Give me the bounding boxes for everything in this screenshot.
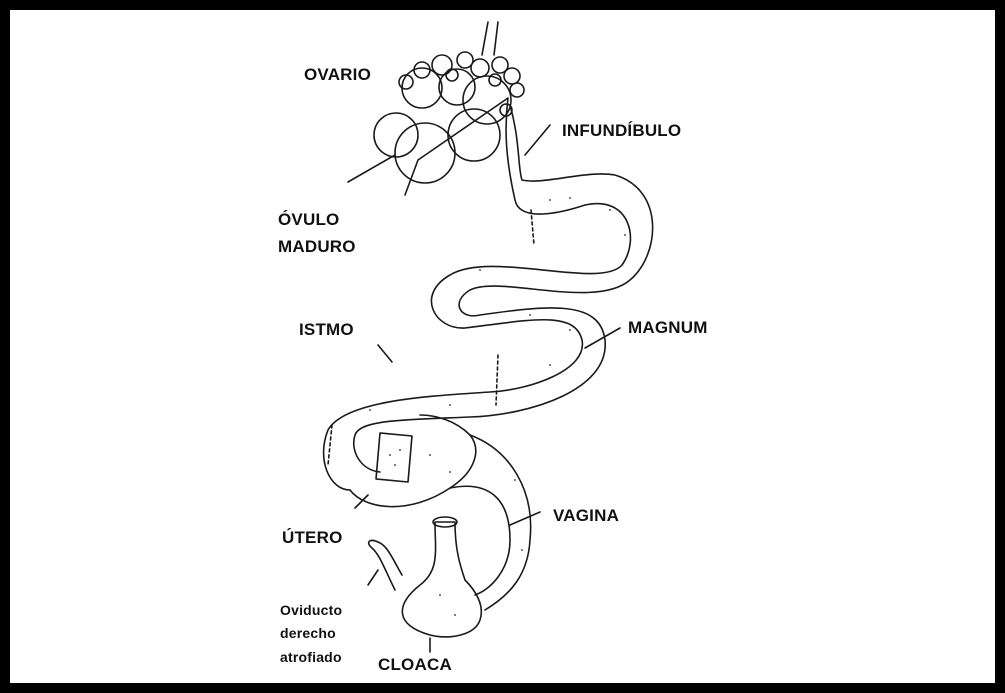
label-magnum: MAGNUM — [628, 316, 708, 339]
vagina-outline-inner — [470, 435, 531, 610]
label-vagina: VAGINA — [553, 504, 619, 527]
leader-infundibulo — [525, 125, 550, 155]
label-ovario: OVARIO — [304, 63, 371, 86]
leader-ovulo — [348, 155, 395, 182]
label-istmo: ISTMO — [299, 318, 354, 341]
label-oviducto-line1: Oviducto — [280, 599, 342, 622]
leader-istmo — [378, 345, 392, 362]
leader-vagina — [510, 512, 540, 525]
divider-isthmus — [328, 425, 332, 465]
ovary-cluster — [374, 52, 524, 183]
uterus-segment-box — [376, 433, 412, 482]
uterus-outline — [350, 415, 476, 507]
vagina-outline-outer — [450, 486, 510, 595]
cloaca-outline — [402, 522, 481, 637]
label-oviducto-line2: derecho — [280, 622, 336, 645]
atrophied-oviduct-stub — [369, 540, 402, 590]
label-utero: ÚTERO — [282, 526, 343, 549]
label-ovulo-line2: MADURO — [278, 235, 356, 258]
oviduct-illustration — [10, 10, 995, 683]
label-ovulo-line1: ÓVULO — [278, 208, 339, 231]
divider-magnum — [496, 355, 498, 405]
stipple-texture — [369, 197, 626, 616]
oviduct-wall-right — [354, 105, 653, 472]
ovary-ligament — [482, 22, 498, 55]
diagram-panel: OVARIO INFUNDÍBULO ÓVULO MADURO ISTMO MA… — [10, 10, 995, 683]
oviduct-wall-left — [324, 98, 631, 490]
label-infundibulo: INFUNDÍBULO — [562, 119, 681, 142]
label-cloaca: CLOACA — [378, 653, 452, 676]
label-oviducto-line3: atrofiado — [280, 646, 342, 669]
leader-oviducto — [368, 570, 378, 585]
divider-infundibulum — [531, 210, 534, 245]
